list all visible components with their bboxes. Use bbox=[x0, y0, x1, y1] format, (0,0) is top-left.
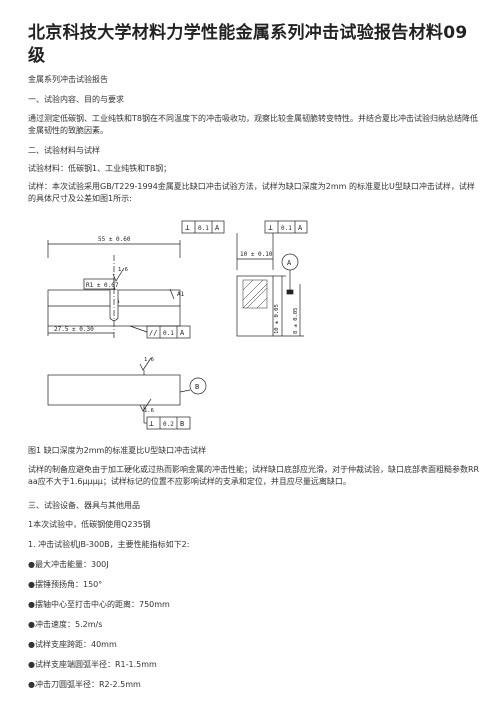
length-dim: 55 ± 0.60 bbox=[98, 236, 131, 243]
spec-item: 试样支座端圆弧半径：R1-1.5mm bbox=[28, 659, 480, 671]
datum-b-circle bbox=[189, 377, 207, 395]
specimen-bottom-view bbox=[47, 374, 181, 406]
svg-text:A: A bbox=[180, 329, 185, 337]
section-3-heading: 三、试验设备、器具与其他用品 bbox=[28, 501, 140, 510]
tolerance-frame-perp-2: ⊥ 0.1 A bbox=[264, 220, 308, 234]
svg-text:0.1: 0.1 bbox=[281, 225, 292, 232]
figure-caption: 图1 缺口深度为2mm的标准夏比U型缺口冲击试样 bbox=[28, 446, 207, 455]
spec-item: 试样支座跨距：40mm bbox=[28, 639, 480, 651]
svg-text:0.1: 0.1 bbox=[163, 330, 174, 337]
spec-item: 最大冲击能量：300J bbox=[28, 559, 480, 571]
svg-text:A: A bbox=[298, 224, 303, 232]
spec-item: 摆锤预扬角：150° bbox=[28, 579, 480, 591]
svg-text:⊥: ⊥ bbox=[268, 223, 273, 232]
svg-text:0.2: 0.2 bbox=[163, 421, 174, 428]
svg-text://: // bbox=[149, 329, 157, 337]
section-1-heading: 一、试验内容、目的与要求 bbox=[28, 95, 124, 104]
spec-item: 冲击刀圆弧半径：R2-2.5mm bbox=[28, 679, 480, 691]
tolerance-frame-perp-3: ⊥ 0.2 B bbox=[146, 416, 191, 430]
datum-b: B bbox=[195, 383, 199, 391]
mark-a1: A1 bbox=[177, 291, 185, 298]
materials-line: 试验材料：低碳钢1、工业纯铁和T8钢； bbox=[28, 164, 172, 173]
tolerance-frame-perp-1: ⊥ 0.1 A bbox=[181, 220, 225, 234]
tolerance-datum: A bbox=[215, 224, 220, 232]
roughness-3: 1.6 bbox=[144, 408, 154, 414]
height-dim-2: 8 ± 0.05 bbox=[293, 308, 299, 335]
tolerance-frame-parallel: // 0.1 A bbox=[146, 325, 191, 339]
half-length-dim: 27.5 ± 0.30 bbox=[54, 326, 94, 333]
machine-line: 1. 冲击试验机JB-300B，主要性能指标如下2: bbox=[28, 540, 190, 549]
spec-item: 摆轴中心至打击中心的距离：750mm bbox=[28, 599, 480, 611]
spec-item: 冲击速度：5.2m/s bbox=[28, 619, 480, 631]
notch-radius: R1 ± 0.07 bbox=[86, 282, 119, 289]
page-title: 北京科技大学材料力学性能金属系列冲击试验报告材料09级 bbox=[28, 23, 468, 66]
subtitle: 金属系列冲击试验报告 bbox=[28, 75, 108, 84]
specimen-side-view bbox=[236, 275, 274, 337]
section-1-body: 通过测定低碳钢、工业纯铁和T8钢在不同温度下的冲击吸收功，观察比较金属韧脆转变特… bbox=[28, 114, 478, 135]
height-dim-1: 10 ± 0.05 bbox=[274, 304, 280, 334]
section-2-heading: 二、试验材料与试样 bbox=[28, 146, 100, 155]
svg-text:⊥: ⊥ bbox=[149, 419, 154, 428]
tolerance-symbol: ⊥ bbox=[185, 223, 190, 232]
roughness-2: 1.6 bbox=[144, 357, 154, 363]
datum-a: A bbox=[287, 259, 292, 267]
tolerance-value: 0.1 bbox=[198, 225, 209, 232]
steel-note: 1本次试验中，低碳钢使用Q235钢 bbox=[28, 520, 151, 529]
width-dim: 10 ± 0.10 bbox=[240, 251, 273, 258]
svg-text:B: B bbox=[180, 420, 184, 428]
prep-text: 试样的制备应避免由于加工硬化或过热而影响金属的冲击性能；试样缺口底部应光滑，对于… bbox=[28, 465, 480, 486]
specimen-text: 试样：本次试验采用GB/T229-1994金属夏比缺口冲击试验方法，试样为缺口深… bbox=[28, 182, 475, 203]
